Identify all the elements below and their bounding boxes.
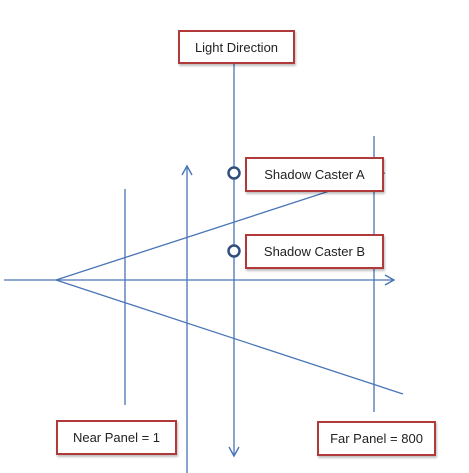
near-panel-label: Near Panel = 1 bbox=[56, 420, 177, 455]
far-panel-label: Far Panel = 800 bbox=[317, 421, 436, 456]
shadow-caster-a-marker bbox=[227, 166, 241, 180]
frustum-lower-edge bbox=[55, 279, 404, 395]
light-direction-label: Light Direction bbox=[178, 30, 295, 64]
shadow-caster-b-marker bbox=[227, 244, 241, 258]
shadow-caster-a-label: Shadow Caster A bbox=[245, 157, 384, 192]
shadow-caster-b-label: Shadow Caster B bbox=[245, 234, 384, 269]
